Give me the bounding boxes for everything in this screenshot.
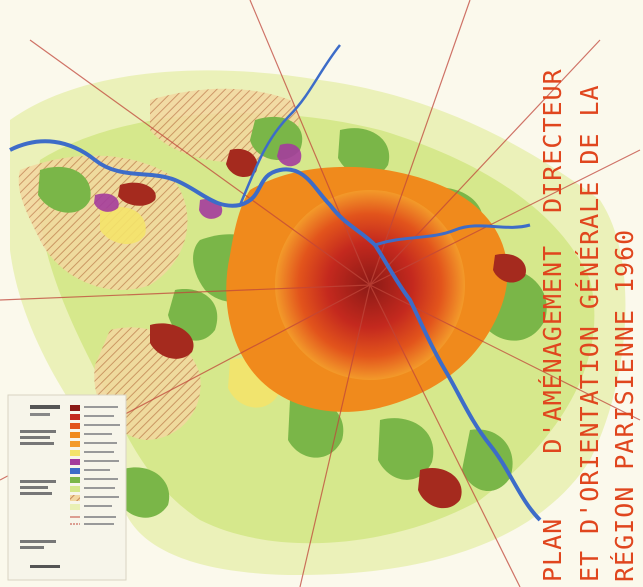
scale-bar [30,565,60,568]
satellite-towns [118,148,526,509]
title-line-2: ET D'ORIENTATION GÉNÉRALE DE LA [575,84,604,582]
title-line-1: PLAN D'AMÉNAGEMENT DIRECTEUR [538,68,567,582]
title-line-3: RÉGION PARISIENNE 1960 [610,228,639,582]
river-seine [9,139,542,522]
legend-swatches [70,405,80,525]
legend-text-lines [84,406,120,525]
river-oise [238,44,341,206]
river-marne [374,223,531,247]
legend-panel [7,394,127,581]
